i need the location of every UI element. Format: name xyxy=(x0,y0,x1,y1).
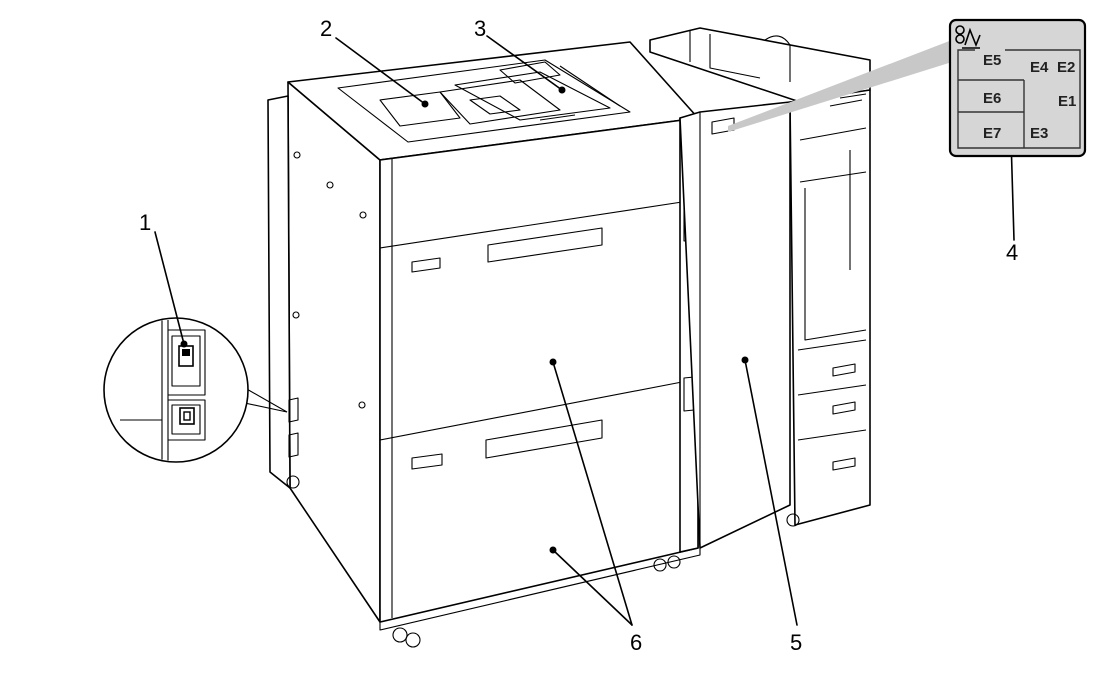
paper-jam-icon xyxy=(955,25,981,49)
hcf-left-side xyxy=(267,81,381,623)
jam-code-e3: E3 xyxy=(1030,125,1048,142)
callout-4: 4 xyxy=(1006,240,1018,265)
callout-3: 3 xyxy=(474,16,486,41)
jam-code-e2: E2 xyxy=(1057,59,1075,76)
jam-code-e5: E5 xyxy=(983,52,1001,69)
casters xyxy=(379,548,701,648)
callout-5: 5 xyxy=(790,630,802,655)
jam-location-panel xyxy=(948,18,1087,158)
callout-2: 2 xyxy=(320,16,332,41)
callout-6: 6 xyxy=(630,630,642,655)
transport-unit xyxy=(679,101,791,549)
callout-1: 1 xyxy=(139,210,151,235)
jam-code-e6: E6 xyxy=(983,90,1001,107)
hcf-front xyxy=(379,115,699,623)
panel-pointer xyxy=(728,40,952,132)
printer-body xyxy=(649,27,871,527)
power-switch xyxy=(178,345,195,425)
power-switch-zoom xyxy=(103,317,288,463)
callout-leaders xyxy=(154,35,1015,626)
jam-code-e1: E1 xyxy=(1058,93,1076,110)
hcf-top xyxy=(287,41,699,161)
jam-code-e4: E4 xyxy=(1030,59,1049,76)
jam-code-e7: E7 xyxy=(983,125,1001,142)
